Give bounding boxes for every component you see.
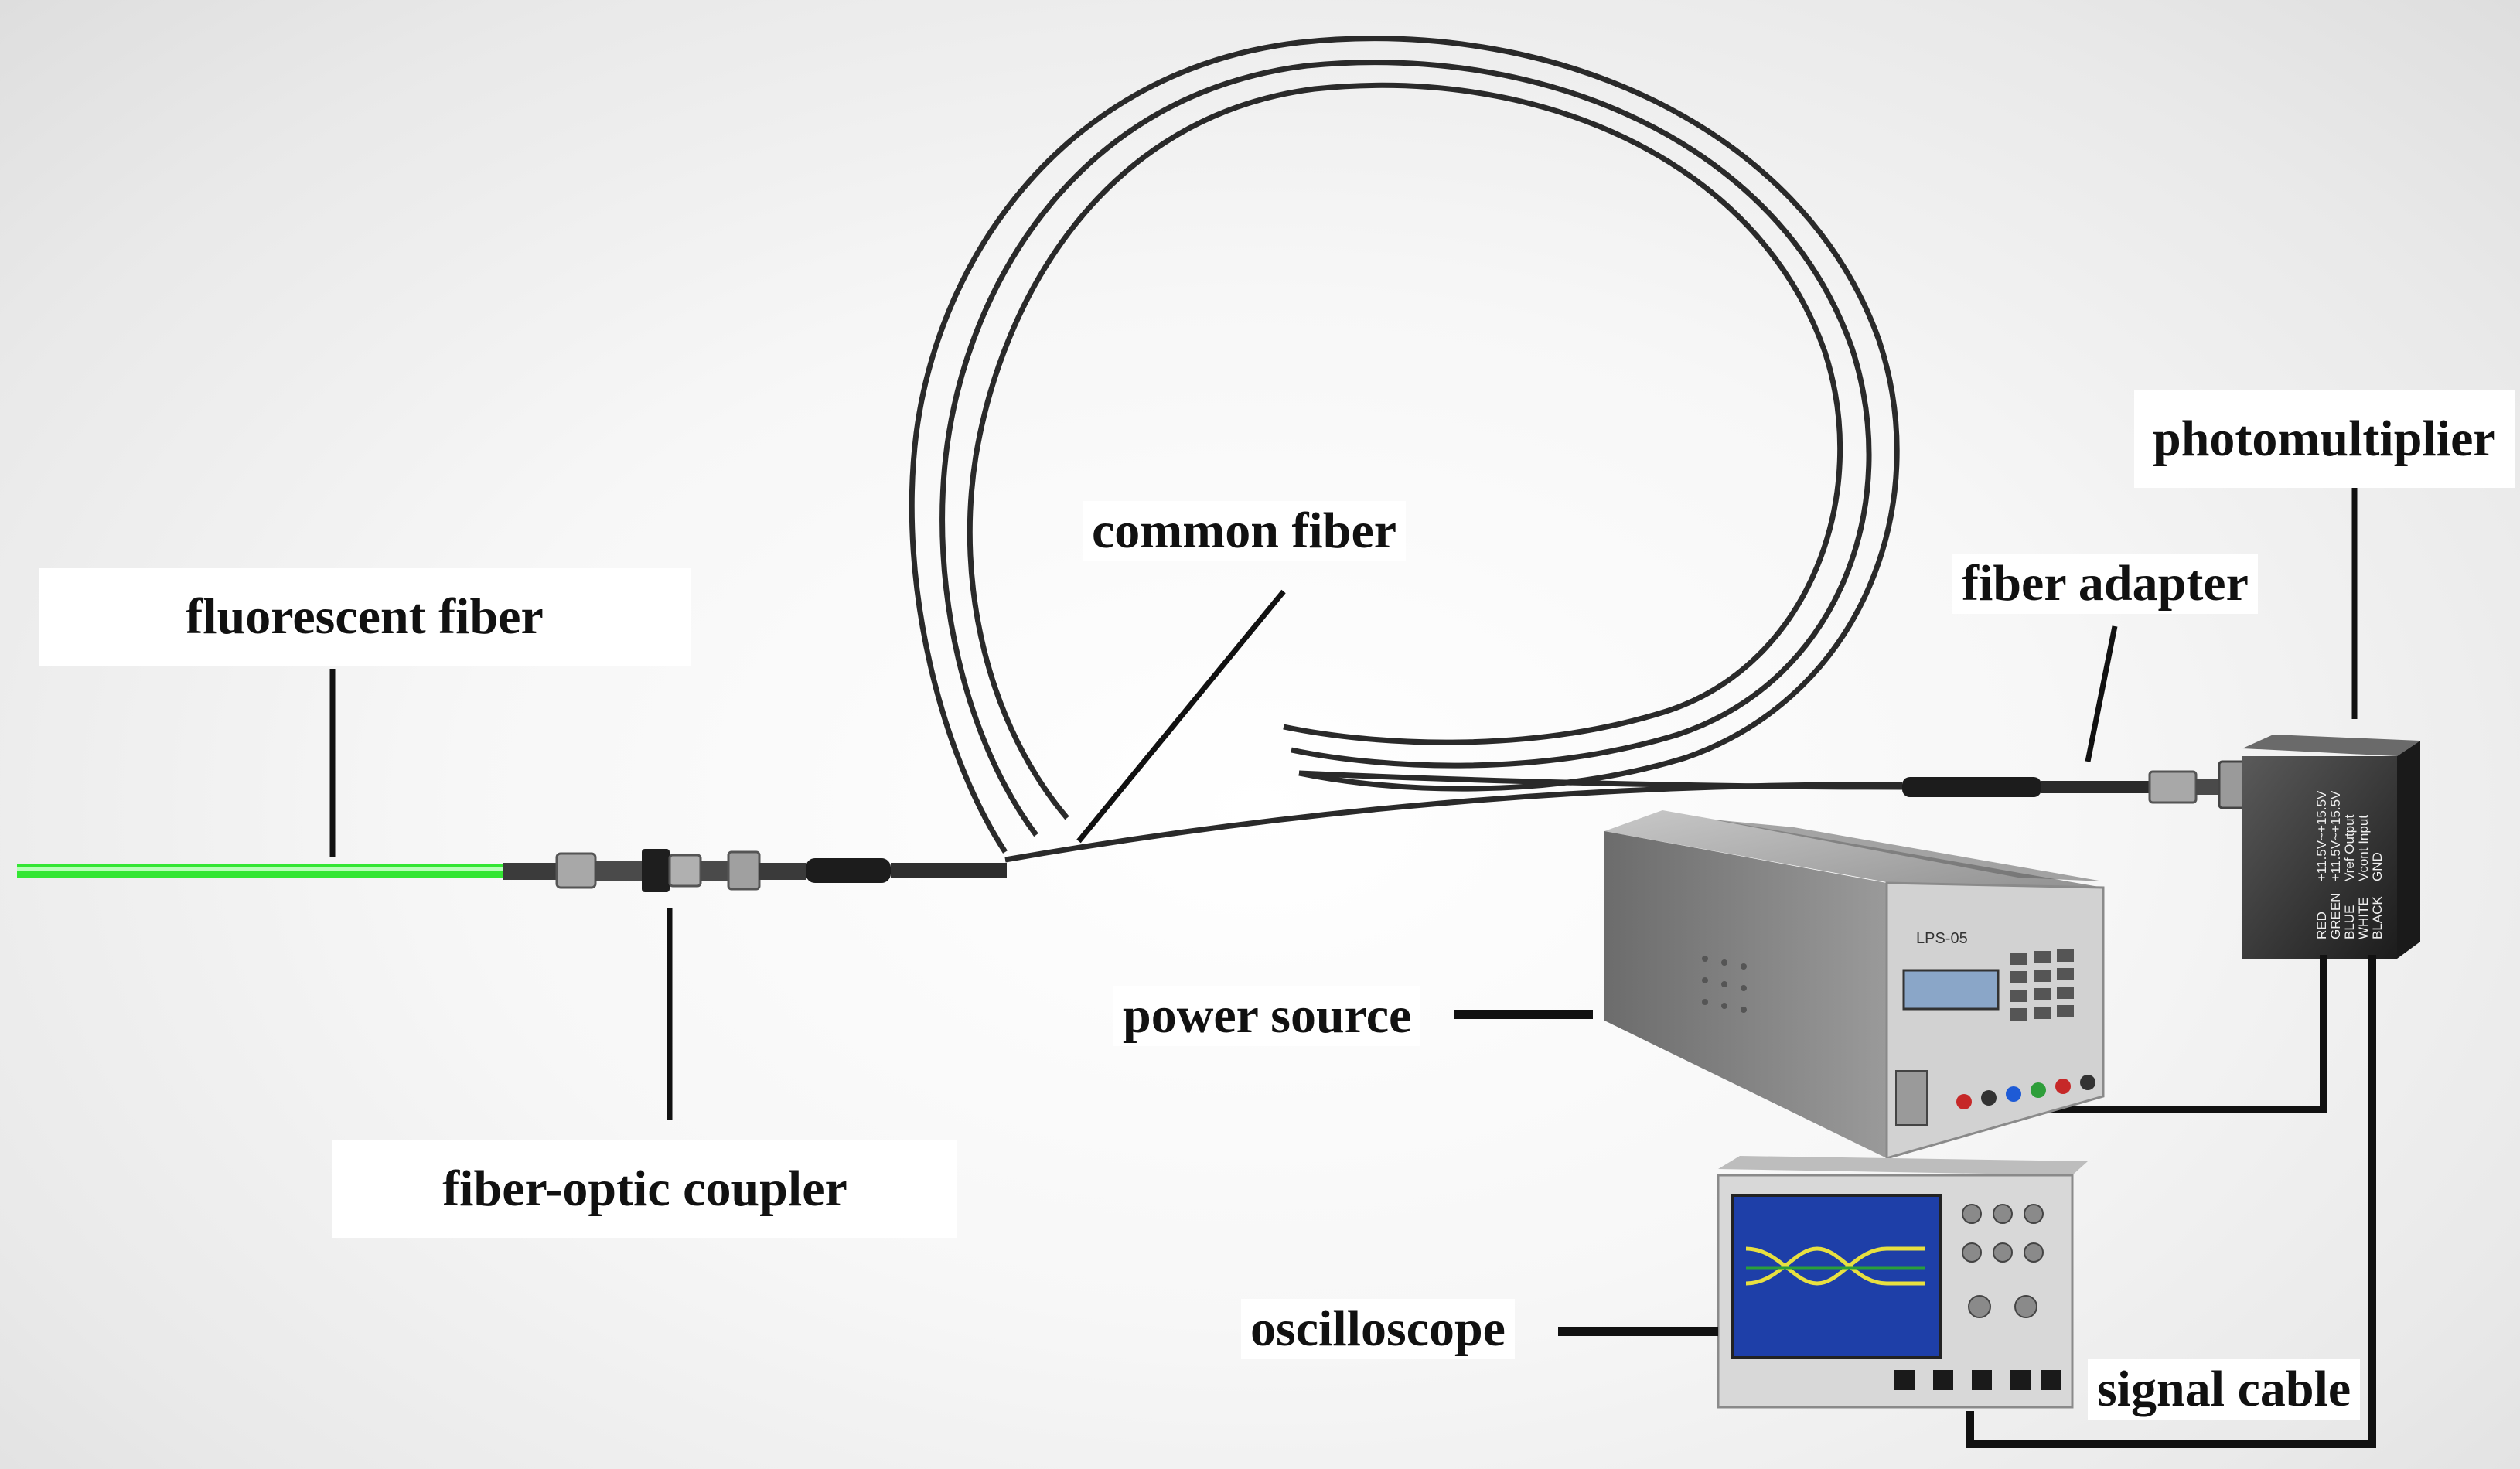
fiber-optic-coupler-label: fiber-optic coupler [332,1140,957,1238]
oscilloscope-knobs [1962,1204,2044,1318]
fiber-adapter-connector [1902,760,2252,809]
fluorescent-fiber [17,864,506,878]
fiber-coil [909,36,1900,854]
pmt-pin-1: +11.5V~+15.5V [2314,790,2329,881]
photomultiplier-device: RED GREEN BLUE WHITE BLACK +11.5V~+15.5V… [2242,734,2420,959]
signal-cable [1966,955,2376,1448]
pmt-wire-2: GREEN [2328,893,2343,939]
power-source-label: power source [1113,986,1421,1046]
photomultiplier-wire-labels: RED GREEN BLUE WHITE BLACK +11.5V~+15.5V… [2314,790,2385,939]
leader-common-fiber [1076,589,1286,844]
leader-fiber-adapter [2085,625,2118,762]
leader-lines [329,487,2358,1336]
power-source-device: LPS-05 [1604,810,2105,1160]
pmt-wire-5: BLACK [2370,896,2385,939]
oscilloscope-device [1717,1156,2088,1409]
oscilloscope-waveform [1745,1246,1925,1286]
pmt-wire-3: BLUE [2342,905,2357,939]
oscilloscope-label: oscilloscope [1241,1299,1515,1359]
fluorescent-fiber-label: fluorescent fiber [39,568,691,666]
fiber-optic-coupler-assembly [503,849,1007,892]
signal-cable-label: signal cable [2088,1359,2361,1420]
pmt-pin-4: Vcont Input [2356,815,2371,881]
fiber-adapter-label: fiber adapter [1952,554,2258,614]
pmt-pin-3: Vref Output [2342,814,2357,881]
power-source-keypad [2010,949,2074,1021]
pmt-wire-4: WHITE [2356,897,2371,939]
power-source-display [1902,969,2000,1011]
power-source-brand: LPS-05 [1916,930,1968,947]
common-fiber-run [1004,770,1903,863]
pmt-wire-1: RED [2314,912,2329,939]
oscilloscope-ports [1894,1370,2061,1390]
power-source-terminals [1956,1075,2095,1109]
pmt-pin-2: +11.5V~+15.5V [2328,790,2343,881]
photomultiplier-label: photomultiplier [2134,390,2515,488]
vent-grille [1702,956,1747,1013]
common-fiber-label: common fiber [1083,501,1407,561]
pmt-pin-5: GND [2370,852,2385,881]
